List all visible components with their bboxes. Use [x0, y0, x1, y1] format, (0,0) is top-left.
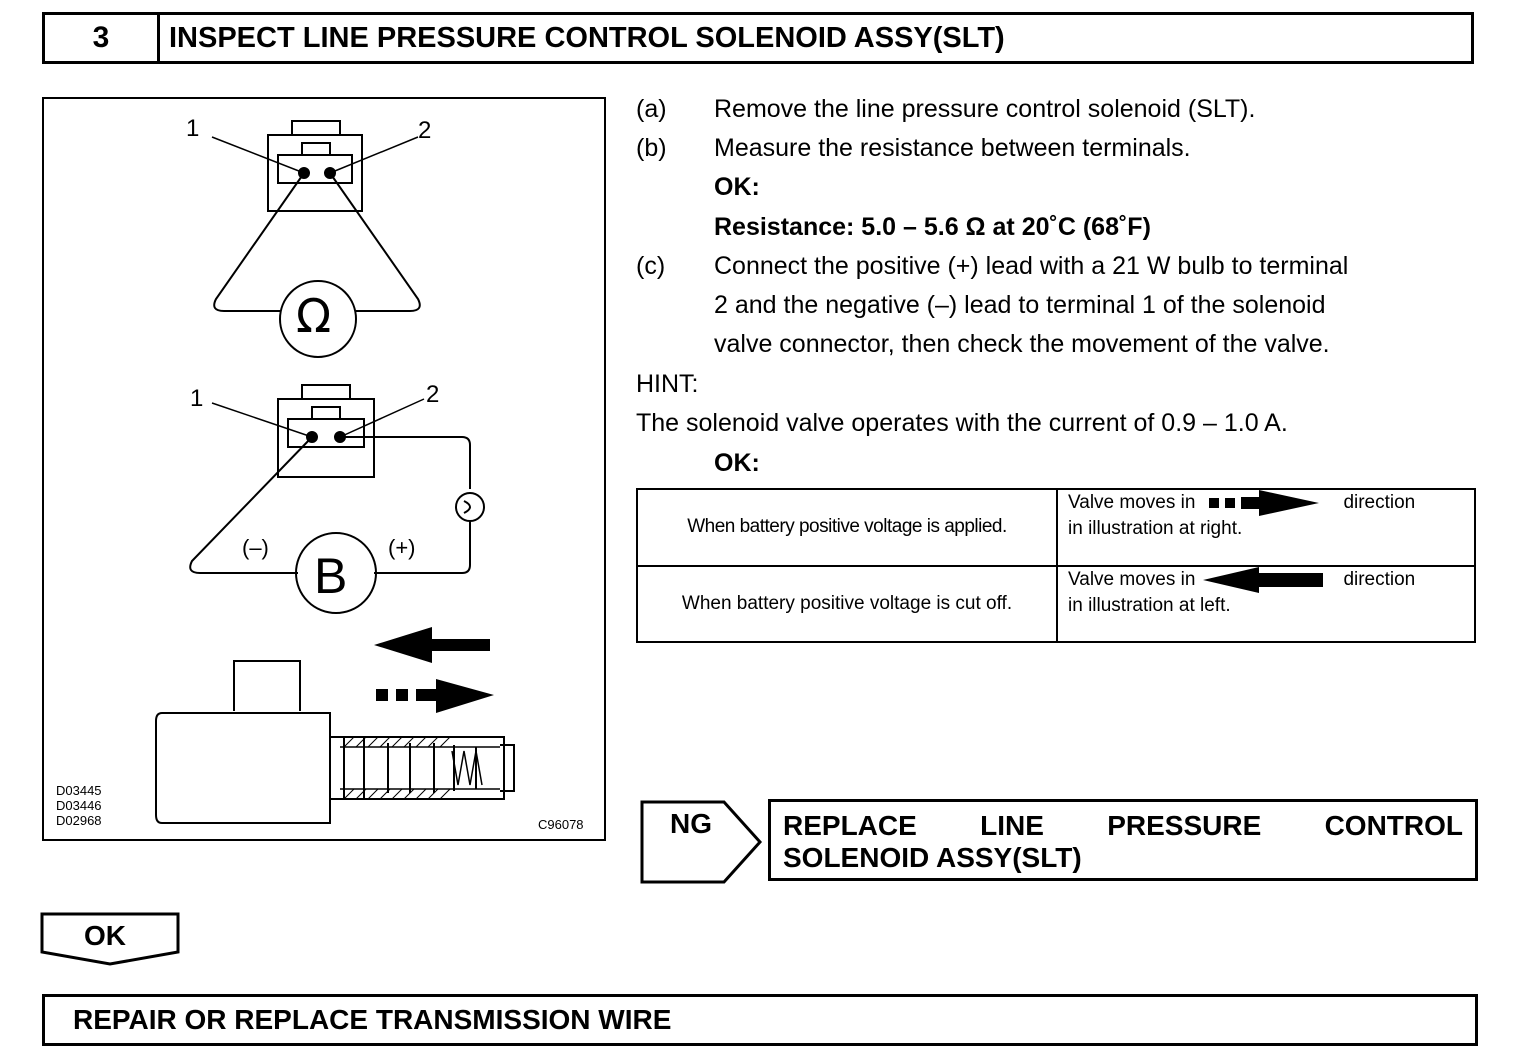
ohm-symbol: Ω [296, 289, 332, 343]
arrow-right-dashed-icon [1209, 490, 1320, 516]
ok-label-1: OK: [714, 173, 760, 201]
result-pre: Valve moves in [1068, 568, 1196, 590]
leader-1-top [211, 136, 305, 174]
ok-tab-label: OK [84, 920, 126, 951]
label-terminal-1-top: 1 [186, 115, 200, 142]
ng-label: NG [670, 808, 712, 839]
arrow-right-dashed [376, 679, 494, 713]
ok-label-2: OK: [714, 449, 760, 477]
label-terminal-2-top: 2 [418, 117, 432, 144]
solenoid-body [155, 660, 515, 824]
lead-positive-upper [340, 436, 471, 489]
resistance-spec: Resistance: 5.0 – 5.6 Ω at 20˚C (68˚F) [714, 213, 1151, 241]
battery-circle [295, 532, 377, 614]
result-line2: in illustration at left. [1068, 594, 1231, 616]
lead-left-top [213, 172, 305, 312]
result-pre: Valve moves in [1068, 492, 1196, 513]
leader-2-mid [339, 398, 425, 438]
label-terminal-2-mid: 2 [426, 381, 440, 408]
solenoid-illustration: 1 2 Ω 1 2 (–) (+) B D03445 D03446 D02968… [42, 97, 606, 841]
connector-top [267, 120, 363, 212]
leader-2-top [329, 136, 419, 174]
battery-symbol: B [314, 548, 348, 604]
ok-criteria-table: When battery positive voltage is applied… [636, 488, 1476, 643]
step-a-mark: (a) [636, 95, 667, 123]
arrow-left-solid-icon [1203, 566, 1324, 593]
label-terminal-1-mid: 1 [190, 385, 204, 412]
step-header: 3 INSPECT LINE PRESSURE CONTROL SOLENOID… [42, 12, 1474, 64]
result-post: direction [1343, 492, 1416, 513]
ng-action-box: REPLACE LINE PRESSURE CONTROL SOLENOID A… [768, 799, 1478, 881]
lead-positive-lower [374, 521, 471, 574]
ok-tab [40, 912, 180, 966]
condition-cell: When battery positive voltage is applied… [636, 488, 1058, 567]
table-row: When battery positive voltage is cut off… [636, 564, 1476, 643]
condition-cell: When battery positive voltage is cut off… [636, 564, 1058, 643]
step-number: 3 [45, 15, 160, 61]
leader-1-mid [211, 402, 313, 438]
bulb-filament [463, 500, 471, 514]
result-cell: Valve moves in direction in illustration… [1056, 564, 1476, 643]
ng-tab [640, 800, 763, 884]
reference-codes: D03445 D03446 D02968 [56, 783, 102, 828]
label-negative: (–) [242, 535, 269, 560]
ng-action-line2: SOLENOID ASSY(SLT) [783, 842, 1082, 873]
step-c-line1: Connect the positive (+) lead with a 21 … [714, 252, 1349, 280]
hint-label: HINT: [636, 370, 699, 398]
illustration-code: C96078 [538, 817, 584, 832]
step-c-mark: (c) [636, 252, 666, 280]
solenoid-diagram-svg [155, 120, 515, 824]
table-row: When battery positive voltage is applied… [636, 488, 1476, 567]
result-cell: Valve moves in direction in illustration… [1056, 488, 1476, 567]
step-b-mark: (b) [636, 134, 667, 162]
step-c-line3: valve connector, then check the movement… [714, 330, 1330, 358]
lead-negative [189, 436, 313, 574]
step-a-text: Remove the line pressure control solenoi… [714, 95, 1256, 123]
label-positive: (+) [388, 535, 416, 560]
ohmmeter-circle [279, 280, 357, 358]
step-b-text: Measure the resistance between terminals… [714, 134, 1191, 162]
step-c-line2: 2 and the negative (–) lead to terminal … [714, 291, 1326, 319]
arrow-left-solid [374, 627, 490, 663]
result-line2: in illustration at right. [1068, 518, 1243, 539]
result-post: direction [1343, 568, 1416, 590]
final-action-box: REPAIR OR REPLACE TRANSMISSION WIRE [42, 994, 1478, 1046]
hint-text: The solenoid valve operates with the cur… [636, 409, 1288, 437]
lead-right-top [329, 172, 421, 312]
step-title: INSPECT LINE PRESSURE CONTROL SOLENOID A… [169, 22, 1005, 54]
ng-action-line1: REPLACE LINE PRESSURE CONTROL [783, 810, 1463, 841]
